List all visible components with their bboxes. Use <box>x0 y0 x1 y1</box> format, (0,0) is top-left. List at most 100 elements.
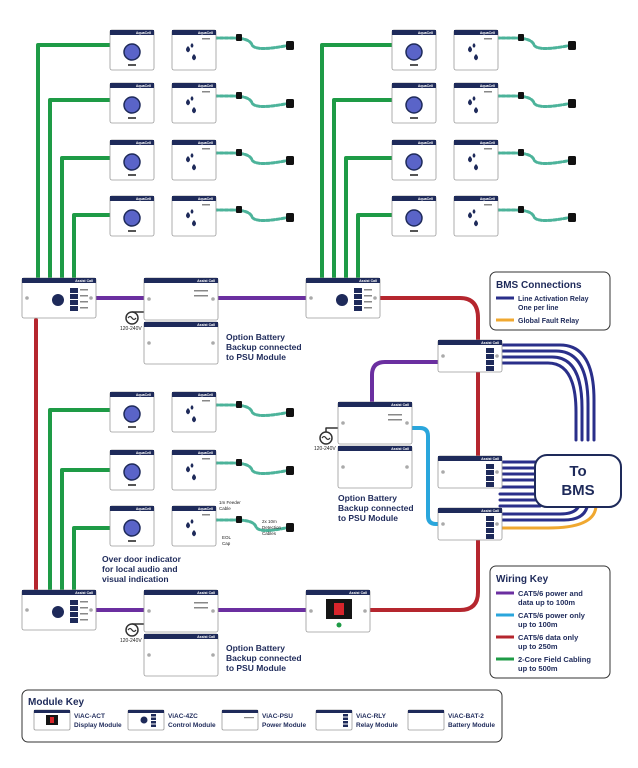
device-body <box>171 391 217 433</box>
relay-terminal <box>486 534 494 539</box>
green-cable <box>332 98 394 282</box>
water-sensor-module: AquaCell <box>171 391 217 433</box>
voltage-label: 120-240V <box>314 446 336 452</box>
device-body <box>143 277 219 321</box>
call-button-icon <box>405 96 423 114</box>
screw <box>373 296 377 300</box>
to-bms-box: To BMS <box>534 454 622 508</box>
brand-label: AquaCell <box>136 451 151 455</box>
brand-label: AquaCell <box>480 84 495 88</box>
module-key: Module Key ViAC-ACT Display Module ViAC-… <box>21 689 503 743</box>
voltage-labels: 120-240V 120-240V 120-240V <box>120 326 336 644</box>
water-drop-icon <box>192 54 196 61</box>
brand-label: Assist Call <box>391 403 409 407</box>
relay-terminal <box>486 522 494 527</box>
relay-module: Assist Call <box>437 455 503 489</box>
icon-header <box>222 710 258 713</box>
call-button-icon <box>123 405 141 423</box>
device-body <box>171 139 217 181</box>
zone-label <box>364 307 372 309</box>
brand-label: Assist Call <box>197 591 215 595</box>
screw <box>341 421 345 425</box>
screw <box>25 296 29 300</box>
device-header <box>172 83 216 88</box>
call-point-module: AquaCell <box>391 82 437 124</box>
psu-module: Assist Call <box>337 401 413 445</box>
mini-terminal <box>343 717 348 720</box>
device-body <box>453 139 499 181</box>
icon-header <box>34 710 70 713</box>
water-drop-icon <box>190 519 194 524</box>
green-cable <box>36 43 112 282</box>
green-cable <box>320 43 394 282</box>
device-header <box>22 590 96 595</box>
screw <box>147 609 151 613</box>
wiring-key-label: up to 500m <box>518 664 558 673</box>
cable-notes: 1m Feeder Cable 2x 10m Detection Cables … <box>219 500 282 546</box>
device-header <box>392 83 436 88</box>
screw <box>211 297 215 301</box>
control-module: Assist Call <box>21 277 97 319</box>
zone-label <box>364 289 372 291</box>
call-button-icon <box>405 209 423 227</box>
screw <box>341 465 345 469</box>
mini-terminal <box>343 721 348 724</box>
device-header <box>454 30 498 35</box>
zone-button <box>354 294 362 299</box>
mini-zone <box>151 714 156 717</box>
screw <box>25 608 29 612</box>
device-body <box>453 195 499 237</box>
zone-button <box>354 300 362 305</box>
option-battery-line: Option Battery <box>226 332 285 342</box>
mini-alert <box>50 717 54 723</box>
relay-terminal <box>486 360 494 365</box>
call-button-icon <box>123 209 141 227</box>
module-key-name: ViAC-RLY <box>356 713 387 720</box>
over-door-line: for local audio and <box>102 564 178 574</box>
water-sensor-module: AquaCell <box>171 139 217 181</box>
module-key-icons <box>33 709 445 731</box>
device-header <box>454 83 498 88</box>
over-door-note: Over door indicator for local audio and … <box>102 554 182 584</box>
device-header <box>172 196 216 201</box>
screw <box>211 609 215 613</box>
water-drop-icon <box>192 164 196 171</box>
brand-label: AquaCell <box>418 197 433 201</box>
indicator-bar <box>128 64 136 66</box>
device-header <box>110 392 154 397</box>
device-body <box>337 445 413 489</box>
water-drop-icon <box>190 153 194 158</box>
mini-zone <box>151 721 156 724</box>
device-body <box>171 505 217 547</box>
device-header <box>454 140 498 145</box>
indicator-bar <box>128 230 136 232</box>
call-point-module: AquaCell <box>109 449 155 491</box>
device-header <box>110 83 154 88</box>
brand-label: Assist Call <box>197 279 215 283</box>
brand-label: AquaCell <box>480 197 495 201</box>
indicator-bar <box>128 117 136 119</box>
brand-label: AquaCell <box>198 197 213 201</box>
brand-label: AquaCell <box>198 451 213 455</box>
device-header <box>110 30 154 35</box>
battery-module: Assist Call <box>337 445 413 489</box>
voltage-label: 120-240V <box>120 326 142 332</box>
device-header <box>172 140 216 145</box>
screw <box>147 341 151 345</box>
wiring-key-label: CAT5/6 power only <box>518 611 586 620</box>
brand-label: AquaCell <box>136 393 151 397</box>
status-text <box>202 204 210 206</box>
detection-label: Detection <box>262 525 282 530</box>
zone-button <box>70 288 78 293</box>
water-drop-icon <box>472 43 476 48</box>
zone-button <box>70 294 78 299</box>
psu-module: Assist Call <box>143 277 219 321</box>
water-drop-icon <box>192 530 196 537</box>
device-header <box>438 456 502 461</box>
call-point-module: AquaCell <box>109 195 155 237</box>
device-header <box>454 196 498 201</box>
brand-label: AquaCell <box>480 31 495 35</box>
wiring-key-label: 2-Core Field Cabling <box>518 655 591 664</box>
zone-label <box>80 607 88 609</box>
